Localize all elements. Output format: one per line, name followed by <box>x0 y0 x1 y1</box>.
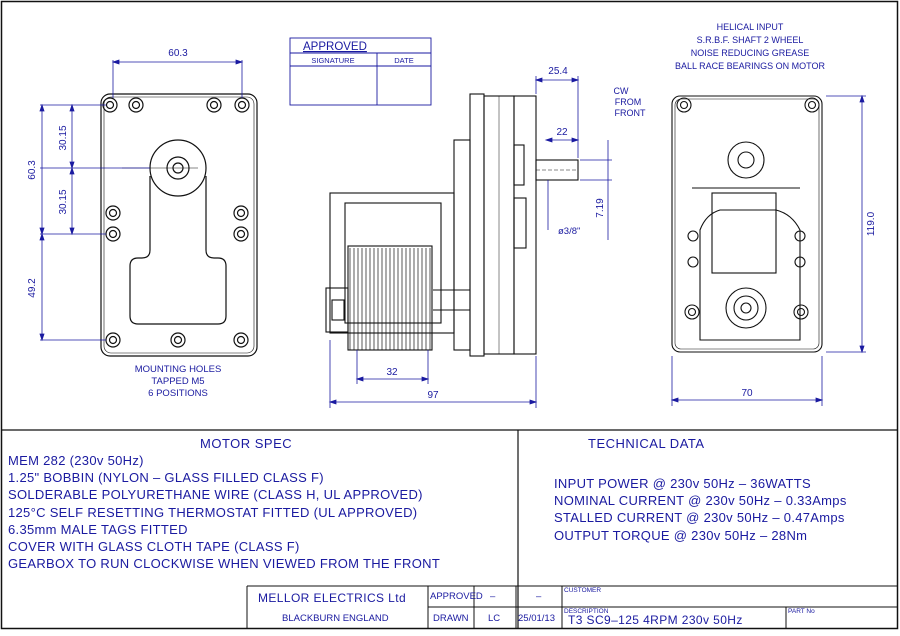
technical-data-heading: TECHNICAL DATA <box>588 436 705 451</box>
motor-spec-line: 6.35mm MALE TAGS FITTED <box>8 521 188 537</box>
rear-hole-tr <box>804 97 820 113</box>
mounting-hole-bl <box>105 332 121 348</box>
rear-hole-mr <box>794 230 806 242</box>
motor-frame <box>329 192 455 334</box>
side-dim-top: 25.4 <box>548 66 568 77</box>
mounting-hole-ll <box>105 226 121 242</box>
side-dim-shaft: 22 <box>556 127 568 138</box>
motor-spec-heading: MOTOR SPEC <box>200 436 293 451</box>
side-front-plate <box>469 93 485 357</box>
rear-note-line-3: NOISE REDUCING GREASE <box>691 48 810 58</box>
side-dimensions <box>328 76 612 408</box>
mounting-hole-lr <box>233 226 249 242</box>
rear-hole-lr <box>794 256 806 268</box>
mounting-note-line-1: MOUNTING HOLES <box>135 364 222 375</box>
approval-box <box>289 37 432 106</box>
side-dim-shaft-dia: ø3/8" <box>558 226 580 237</box>
mounting-note-line-2: TAPPED M5 <box>151 376 204 387</box>
technical-data-line: NOMINAL CURRENT @ 230v 50Hz – 0.33Amps <box>554 493 847 509</box>
technical-data-list: INPUT POWER @ 230v 50Hz – 36WATTS NOMINA… <box>554 475 847 544</box>
coil-windings <box>349 248 431 350</box>
drawn-by: LC <box>488 613 501 624</box>
rotation-note-line-1: CW <box>614 86 629 96</box>
motor-spec-line: COVER WITH GLASS CLOTH TAPE (CLASS F) <box>8 538 300 554</box>
part-no-label: PART No <box>788 608 815 615</box>
rear-hole-ml <box>687 230 699 242</box>
approved-by: – <box>490 591 496 602</box>
mounting-hole-br <box>233 332 249 348</box>
mounting-hole-tr <box>234 97 250 113</box>
rear-height-dim: 119.0 <box>866 211 877 236</box>
approval-date-col: DATE <box>394 56 413 65</box>
rear-plate-outline <box>671 95 823 353</box>
front-upper-pitch-dim: 30.15 <box>58 125 69 150</box>
front-dimensions <box>39 59 244 342</box>
rotation-note-line-3: FRONT <box>615 108 646 118</box>
motor-spec-line: SOLDERABLE POLYURETHANE WIRE (CLASS H, U… <box>8 487 423 503</box>
drawn-date: 25/01/13 <box>518 613 555 624</box>
side-dim-bobbin: 32 <box>386 367 398 378</box>
side-dim-flat: 7.19 <box>595 198 606 218</box>
front-view <box>100 93 258 357</box>
approved-label: APPROVED <box>430 591 483 602</box>
mounting-hole-ml <box>105 205 121 221</box>
mounting-hole-tm <box>128 97 144 113</box>
description-label: DESCRIPTION <box>564 608 609 615</box>
title-block-grid <box>246 585 898 628</box>
front-lower-pitch-dim: 30.15 <box>58 189 69 214</box>
description-value: T3 SC9–125 4RPM 230v 50Hz <box>568 613 743 627</box>
front-plate-outline <box>100 93 258 357</box>
mounting-hole-bm <box>170 332 186 348</box>
rear-note-line-4: BALL RACE BEARINGS ON MOTOR <box>675 61 826 71</box>
motor-bracket <box>699 209 801 341</box>
customer-label: CUSTOMER <box>564 587 602 594</box>
motor-spec-line: 125°C SELF RESETTING THERMOSTAT FITTED (… <box>8 504 418 520</box>
rear-width-dim: 70 <box>741 388 753 399</box>
rear-hole-ll <box>687 256 699 268</box>
rear-output-boss <box>727 141 765 179</box>
technical-data-line: INPUT POWER @ 230v 50Hz – 36WATTS <box>554 476 811 491</box>
mounting-note-line-3: 6 POSITIONS <box>148 388 208 399</box>
approval-signature-col: SIGNATURE <box>311 56 354 65</box>
approval-title: APPROVED <box>303 41 367 53</box>
rear-hole-br <box>793 304 809 320</box>
motor-spec-list: MEM 282 (230v 50Hz) 1.25" BOBBIN (NYLON … <box>8 452 440 572</box>
side-view <box>325 93 579 357</box>
company-location: BLACKBURN ENGLAND <box>282 613 389 624</box>
rear-hole-bl <box>684 304 700 320</box>
rear-view <box>671 95 823 353</box>
mounting-hole-mr <box>233 205 249 221</box>
approved-date: – <box>536 591 542 602</box>
drawn-label: DRAWN <box>433 613 469 624</box>
motor-spec-line: GEARBOX TO RUN CLOCKWISE WHEN VIEWED FRO… <box>8 556 441 572</box>
rear-note-line-1: HELICAL INPUT <box>717 22 784 32</box>
front-width-dim: 60.3 <box>168 48 188 59</box>
front-height-dim: 60.3 <box>27 160 38 180</box>
rear-note-line-2: S.R.B.F. SHAFT 2 WHEEL <box>697 35 804 45</box>
technical-data-line: OUTPUT TORQUE @ 230v 50Hz – 28Nm <box>554 527 808 543</box>
front-bottom-dim: 49.2 <box>27 278 38 298</box>
side-dim-overall: 97 <box>427 390 439 401</box>
technical-data-line: STALLED CURRENT @ 230v 50Hz – 0.47Amps <box>554 510 845 526</box>
motor-spec-line: MEM 282 (230v 50Hz) <box>8 453 144 468</box>
rear-hole-tl <box>676 97 692 113</box>
motor-spec-line: 1.25" BOBBIN (NYLON – GLASS FILLED CLASS… <box>8 470 324 486</box>
mounting-hole-tm2 <box>206 97 222 113</box>
rotation-note-line-2: FROM <box>615 97 642 107</box>
rear-coil <box>711 192 777 274</box>
gear-wheel <box>725 287 767 329</box>
rear-dimensions <box>670 94 866 406</box>
company-name: MELLOR ELECTRICS Ltd <box>258 591 407 605</box>
gearbox-pad <box>129 176 227 325</box>
